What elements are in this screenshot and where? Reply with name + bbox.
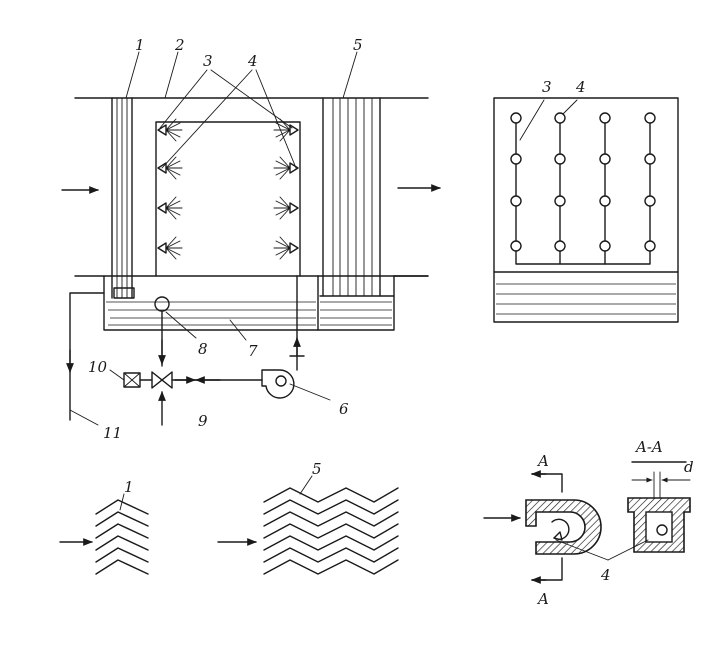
right-nozzle-column xyxy=(273,118,299,260)
nozzle-icon xyxy=(273,118,299,142)
zigzag-label-5: 5 xyxy=(312,460,322,478)
zigzag-label-1: 1 xyxy=(124,478,134,496)
section-label-aa: A-A xyxy=(634,438,663,456)
section-aa-icon xyxy=(627,497,691,553)
front-label-3: 3 xyxy=(542,78,552,96)
nozzle-icon xyxy=(273,156,299,180)
front-view xyxy=(493,97,679,323)
nozzle-icon xyxy=(273,236,299,260)
label-1: 1 xyxy=(135,36,145,54)
label-5: 5 xyxy=(353,36,363,54)
nozzle-icon xyxy=(157,236,183,260)
nozzle-grid xyxy=(510,112,656,252)
detail-label-4: 4 xyxy=(600,566,611,584)
float-icon xyxy=(154,296,170,312)
label-8: 8 xyxy=(198,340,208,358)
nozzle-icon xyxy=(273,196,299,220)
inlet-separator-plates xyxy=(111,97,135,299)
section-label-a-top: A xyxy=(536,452,549,470)
inlet-zigzag-detail xyxy=(59,493,149,575)
part-labels: 1 2 3 4 5 6 7 8 9 10 11 3 4 1 5 A A A-A … xyxy=(88,36,694,608)
label-11: 11 xyxy=(103,424,122,442)
section-mark-top xyxy=(531,473,563,493)
nozzle-detail xyxy=(483,461,691,584)
label-3: 3 xyxy=(203,52,213,70)
label-10: 10 xyxy=(88,358,108,376)
outlet-eliminator-plates xyxy=(319,97,395,297)
label-2: 2 xyxy=(174,36,185,54)
pump-icon xyxy=(261,369,295,399)
outlet-zigzag-detail xyxy=(217,475,399,575)
nozzle-icon xyxy=(157,196,183,220)
nozzle-body-icon xyxy=(525,499,602,555)
label-9: 9 xyxy=(198,412,208,430)
left-nozzle-column xyxy=(157,118,183,260)
section-label-a-bottom: A xyxy=(536,590,549,608)
water-sump xyxy=(103,275,429,331)
front-label-4: 4 xyxy=(575,78,586,96)
header-pipe xyxy=(515,117,651,265)
spray-frame xyxy=(155,121,301,277)
label-7: 7 xyxy=(248,342,258,360)
section-mark-bottom xyxy=(531,557,563,581)
nozzle-icon xyxy=(157,118,183,142)
front-view-frame xyxy=(493,97,679,323)
label-6: 6 xyxy=(339,400,349,418)
dimension-label-d: d xyxy=(684,458,694,476)
label-4: 4 xyxy=(247,52,258,70)
leader-lines xyxy=(69,51,358,426)
main-chamber xyxy=(61,51,441,426)
overflow-pipe xyxy=(69,292,105,421)
actuator-icon xyxy=(123,372,153,388)
nozzle-icon xyxy=(157,156,183,180)
mixing-valve-icon xyxy=(151,371,173,389)
